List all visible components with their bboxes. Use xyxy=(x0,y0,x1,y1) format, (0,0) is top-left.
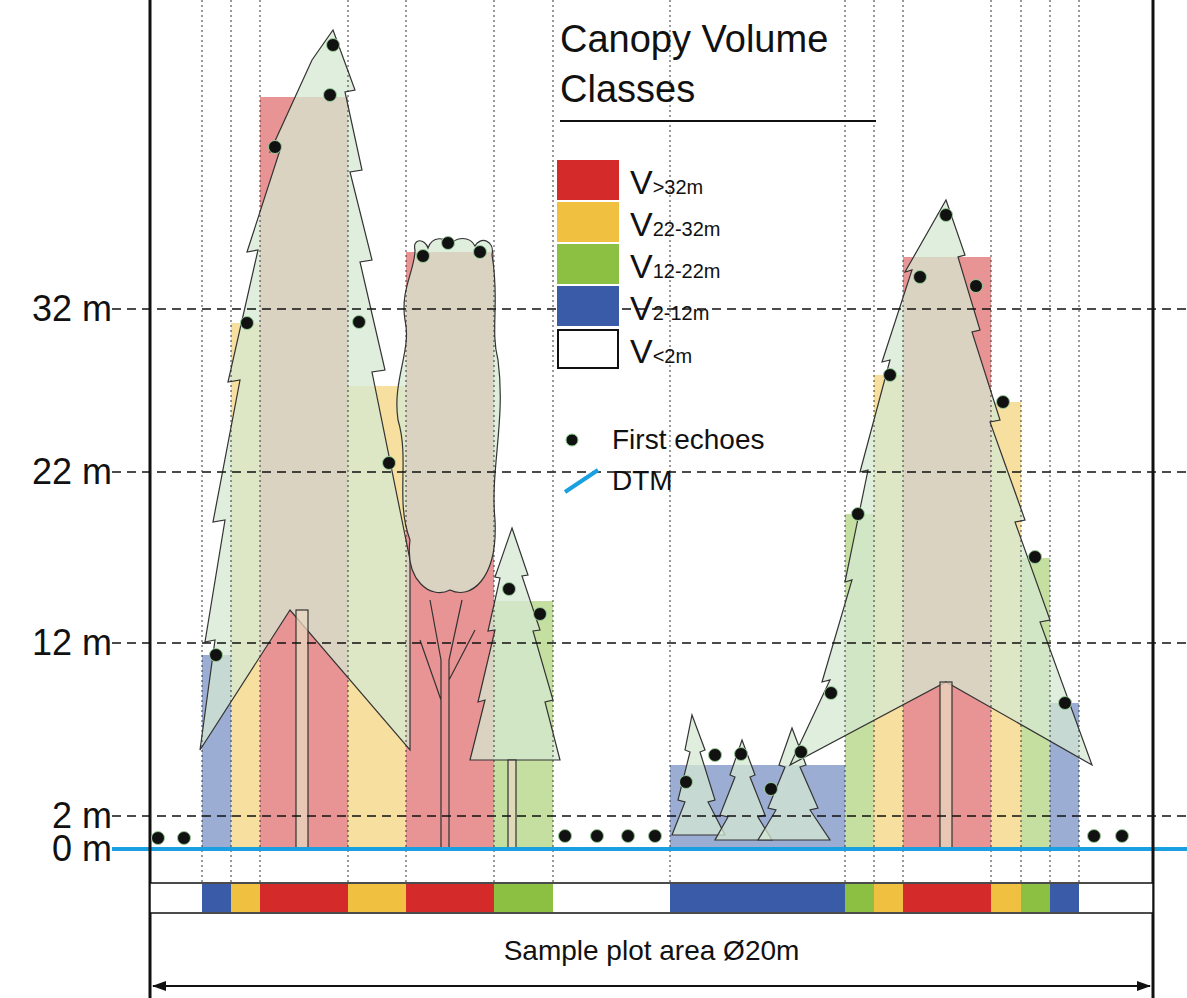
height-label: 22 m xyxy=(32,452,112,492)
legend-text: First echoes xyxy=(612,423,765,457)
plot-area-box: Sample plot area Ø20m xyxy=(152,914,1151,974)
legend-text: V22-32m xyxy=(630,204,721,249)
height-label: 0 m xyxy=(52,829,112,869)
legend-swatch xyxy=(557,329,619,369)
legend-text: V<2m xyxy=(630,331,692,376)
legend-text: V12-22m xyxy=(630,246,721,291)
plot-area-label: Sample plot area Ø20m xyxy=(152,914,1151,968)
legend-text: V>32m xyxy=(630,162,703,207)
legend-swatch xyxy=(557,202,619,242)
legend-swatch xyxy=(557,244,619,284)
legend-text: V2-12m xyxy=(630,288,709,333)
height-label: 32 m xyxy=(32,289,112,329)
legend-swatch xyxy=(557,286,619,326)
legend-swatch xyxy=(557,160,619,200)
height-label: 12 m xyxy=(32,623,112,663)
legend-title: Canopy Volume Classes xyxy=(560,14,880,114)
legend-text: DTM xyxy=(612,464,673,498)
